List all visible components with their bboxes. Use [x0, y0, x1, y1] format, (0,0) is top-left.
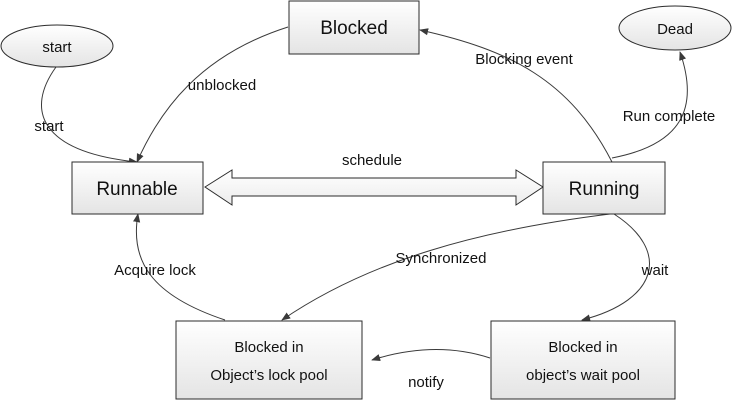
dead-state: Dead [618, 5, 732, 51]
lock-pool-label-line2: Object’s lock pool [210, 367, 327, 384]
edge-wait [581, 213, 650, 322]
edge-label-notify: notify [408, 374, 444, 391]
wait-pool-label-line2: object’s wait pool [526, 367, 640, 384]
edge-label-schedule: schedule [342, 152, 402, 169]
blocked-state-label: Blocked [320, 18, 388, 39]
lock-pool-state: Blocked in Object’s lock pool [175, 320, 363, 400]
start-state: start [0, 24, 114, 68]
edge-synchronized [281, 213, 611, 321]
edge-label-wait: wait [641, 262, 670, 279]
edge-start [41, 66, 138, 165]
wait-pool-label-line1: Blocked in [548, 339, 617, 356]
blocked-state: Blocked [288, 0, 420, 55]
running-state-label: Running [569, 179, 640, 200]
edge-unblocked [136, 26, 289, 163]
edge-acquire-lock [133, 213, 226, 321]
edge-label-start: start [34, 118, 64, 135]
edge-blocking-event [419, 28, 613, 163]
edge-run-complete [611, 51, 688, 159]
dead-state-label: Dead [657, 21, 693, 38]
edge-label-blocking-event: Blocking event [475, 51, 573, 68]
running-state: Running [542, 161, 666, 215]
runnable-state: Runnable [71, 161, 204, 215]
schedule-double-arrow [204, 169, 544, 206]
edge-notify [371, 349, 491, 361]
start-state-label: start [42, 39, 72, 56]
wait-pool-state: Blocked in object’s wait pool [490, 320, 676, 400]
runnable-state-label: Runnable [96, 179, 177, 200]
lock-pool-label-line1: Blocked in [234, 339, 303, 356]
edge-label-synchronized: Synchronized [396, 250, 487, 267]
edge-label-unblocked: unblocked [188, 77, 256, 94]
edge-label-run-complete: Run complete [623, 108, 716, 125]
edge-label-acquire-lock: Acquire lock [114, 262, 196, 279]
